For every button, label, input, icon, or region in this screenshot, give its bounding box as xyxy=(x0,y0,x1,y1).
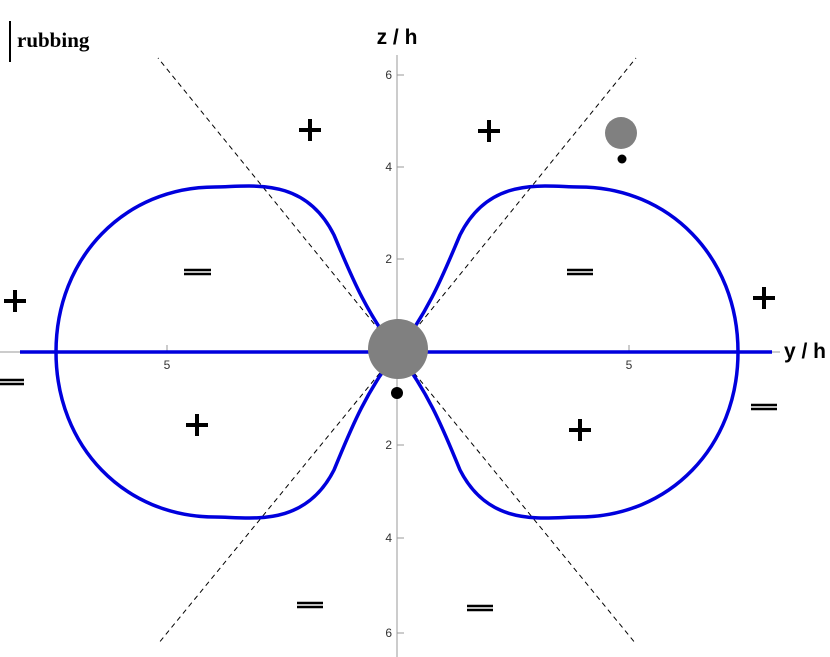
minus-sign xyxy=(751,403,777,411)
z-tick-label-6: 6 xyxy=(385,68,392,82)
small-dot xyxy=(617,154,627,164)
center-sphere xyxy=(368,319,428,379)
dashed-line-up-right xyxy=(396,57,637,353)
y-axis-title: y / h xyxy=(784,340,826,363)
sign-markers xyxy=(0,119,777,612)
right-lobe xyxy=(394,184,740,520)
center-dot xyxy=(391,387,403,399)
dashed-line-up-left xyxy=(157,57,398,353)
minus-sign xyxy=(467,604,493,612)
left-lobe xyxy=(54,184,400,520)
dashed-lines xyxy=(157,57,637,645)
z-tick-label-m2: 2 xyxy=(385,438,392,452)
plus-sign xyxy=(478,120,500,142)
plus-sign xyxy=(569,419,591,441)
minus-sign xyxy=(184,268,211,276)
y-tick-label-5: 5 xyxy=(626,358,633,372)
plus-sign xyxy=(753,287,775,309)
small-sphere xyxy=(605,117,637,149)
y-tick-label-m5: 5 xyxy=(164,358,171,372)
minus-sign xyxy=(567,268,593,276)
dashed-line-down-right xyxy=(396,351,637,645)
z-tick-label-m4: 4 xyxy=(385,531,392,545)
minus-sign xyxy=(0,378,24,386)
plus-sign xyxy=(4,290,26,312)
plus-sign xyxy=(186,414,208,436)
z-tick-label-2: 2 xyxy=(385,252,392,266)
minus-sign xyxy=(297,601,323,609)
z-tick-label-4: 4 xyxy=(385,160,392,174)
z-axis-title: z / h xyxy=(377,26,418,49)
z-tick-label-m6: 6 xyxy=(385,626,392,640)
plus-sign xyxy=(299,119,321,141)
corner-label: rubbing xyxy=(17,28,90,52)
dashed-line-down-left xyxy=(157,351,398,645)
